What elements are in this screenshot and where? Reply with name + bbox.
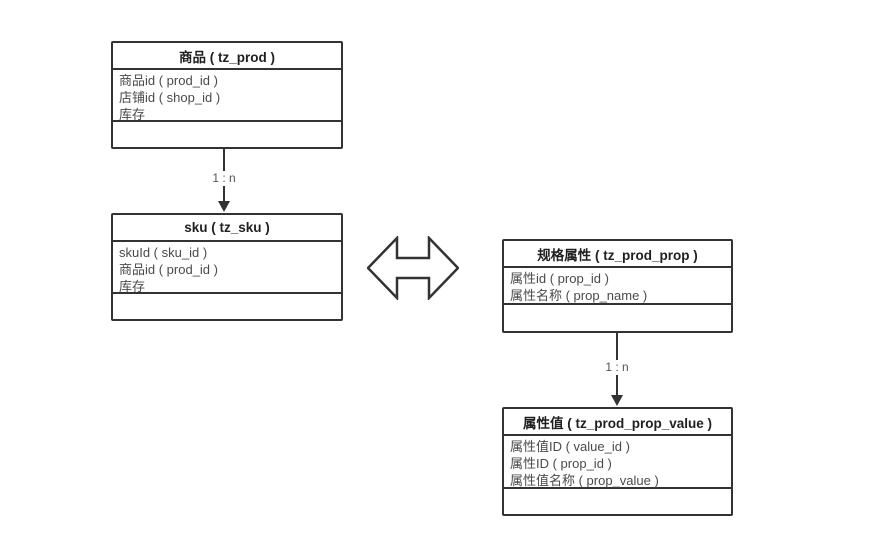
entity-title-sku: sku ( tz_sku ) (113, 215, 341, 242)
relation-cardinality-label: 1 : n (595, 360, 639, 375)
entity-table-prod-prop-value: 属性值 ( tz_prod_prop_value ) 属性值ID ( value… (502, 407, 733, 516)
entity-title-prod-prop: 规格属性 ( tz_prod_prop ) (504, 241, 731, 268)
entity-field: 属性值名称 ( prop_value ) (510, 473, 659, 488)
entity-footer (504, 489, 731, 514)
entity-footer (113, 294, 341, 319)
entity-field: 属性id ( prop_id ) (510, 271, 609, 286)
entity-field: 库存 (119, 279, 146, 294)
entity-fields-prod-prop-value: 属性值ID ( value_id ) 属性ID ( prop_id ) 属性值名… (504, 436, 731, 489)
entity-footer (113, 122, 341, 147)
entity-field: 库存 (119, 107, 146, 122)
entity-footer (504, 305, 731, 331)
entity-table-prod: 商品 ( tz_prod ) 商品id ( prod_id ) 店铺id ( s… (111, 41, 343, 149)
entity-fields-sku: skuId ( sku_id ) 商品id ( prod_id ) 库存 (113, 242, 341, 294)
entity-field: 属性值ID ( value_id ) (510, 439, 630, 454)
entity-fields-prod: 商品id ( prod_id ) 店铺id ( shop_id ) 库存 (113, 70, 341, 122)
entity-field: 属性ID ( prop_id ) (510, 456, 612, 471)
entity-field: 店铺id ( shop_id ) (119, 90, 221, 105)
entity-table-prod-prop: 规格属性 ( tz_prod_prop ) 属性id ( prop_id ) 属… (502, 239, 733, 333)
double-arrow-icon (367, 236, 459, 300)
arrow-down-icon (611, 395, 623, 406)
relation-cardinality-label: 1 : n (202, 171, 246, 186)
entity-title-prod-prop-value: 属性值 ( tz_prod_prop_value ) (504, 409, 731, 436)
arrow-down-icon (218, 201, 230, 212)
entity-field: 商品id ( prod_id ) (119, 73, 218, 88)
entity-fields-prod-prop: 属性id ( prop_id ) 属性名称 ( prop_name ) (504, 268, 731, 305)
entity-table-sku: sku ( tz_sku ) skuId ( sku_id ) 商品id ( p… (111, 213, 343, 321)
entity-field: 属性名称 ( prop_name ) (510, 288, 648, 303)
entity-field: skuId ( sku_id ) (119, 245, 208, 260)
entity-title-prod: 商品 ( tz_prod ) (113, 43, 341, 70)
entity-field: 商品id ( prod_id ) (119, 262, 218, 277)
